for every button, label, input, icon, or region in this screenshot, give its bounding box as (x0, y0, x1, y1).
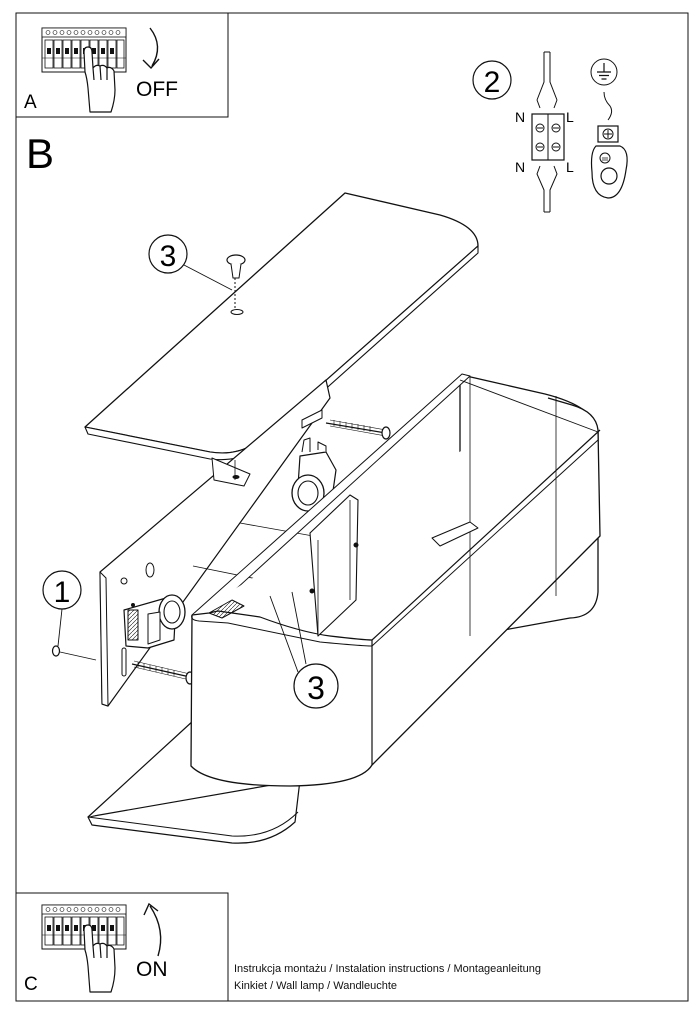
exploded-lamp-view (42, 192, 601, 844)
wire-top (536, 51, 558, 109)
breaker-panel-icon (41, 904, 127, 950)
wire-bottom (536, 165, 558, 213)
panel-b-letter: B (26, 130, 54, 177)
screw-icon (131, 660, 195, 685)
panel-a-box (15, 12, 229, 118)
lamp-housing (190, 373, 601, 787)
ground-terminal-icon (590, 125, 628, 199)
page-border (15, 12, 689, 1002)
callout-3-bottom-circle (293, 663, 339, 709)
neutral-label-top: N (515, 109, 525, 125)
ground-symbol-icon (590, 58, 618, 86)
wiring-detail: 2 N L N L (472, 51, 628, 213)
arrow-down-icon (142, 27, 160, 70)
screw-icon (325, 419, 391, 440)
hand-pointer-icon (83, 924, 116, 993)
callout-3-top-leader (183, 264, 233, 291)
terminal-block-icon (531, 113, 565, 161)
bulb-socket-icon (123, 594, 186, 649)
live-label-top: L (566, 109, 574, 125)
callout-2-circle (472, 60, 512, 100)
on-label: ON (136, 958, 168, 981)
hand-pointer-icon (83, 46, 116, 113)
screw-icon (226, 254, 246, 310)
callout-1-leader (57, 608, 63, 647)
callout-1: 1 (54, 576, 71, 609)
footer-instructions-title: Instrukcja montażu / Instalation instruc… (234, 963, 541, 975)
callout-3-top-circle (148, 234, 188, 274)
arrow-up-icon (143, 902, 162, 957)
callout-3-top: 3 (160, 240, 177, 273)
panel-c-letter: C (24, 974, 38, 995)
callout-3-bottom: 3 (307, 670, 325, 706)
bulb-socket-icon (291, 437, 337, 512)
footer-product-name: Kinkiet / Wall lamp / Wandleuchte (234, 980, 398, 992)
washer-icon (51, 645, 97, 661)
off-label: OFF (136, 78, 178, 101)
panel-c: C ON (15, 892, 229, 1002)
ground-wire (603, 91, 613, 121)
live-label-bottom: L (566, 159, 574, 175)
callout-3-bottom-leader (269, 591, 307, 673)
panel-a-letter: A (24, 92, 37, 113)
neutral-label-bottom: N (515, 159, 525, 175)
callout-2: 2 (484, 66, 501, 99)
panel-a: A OFF (15, 12, 229, 118)
top-cover-plate (84, 192, 479, 461)
